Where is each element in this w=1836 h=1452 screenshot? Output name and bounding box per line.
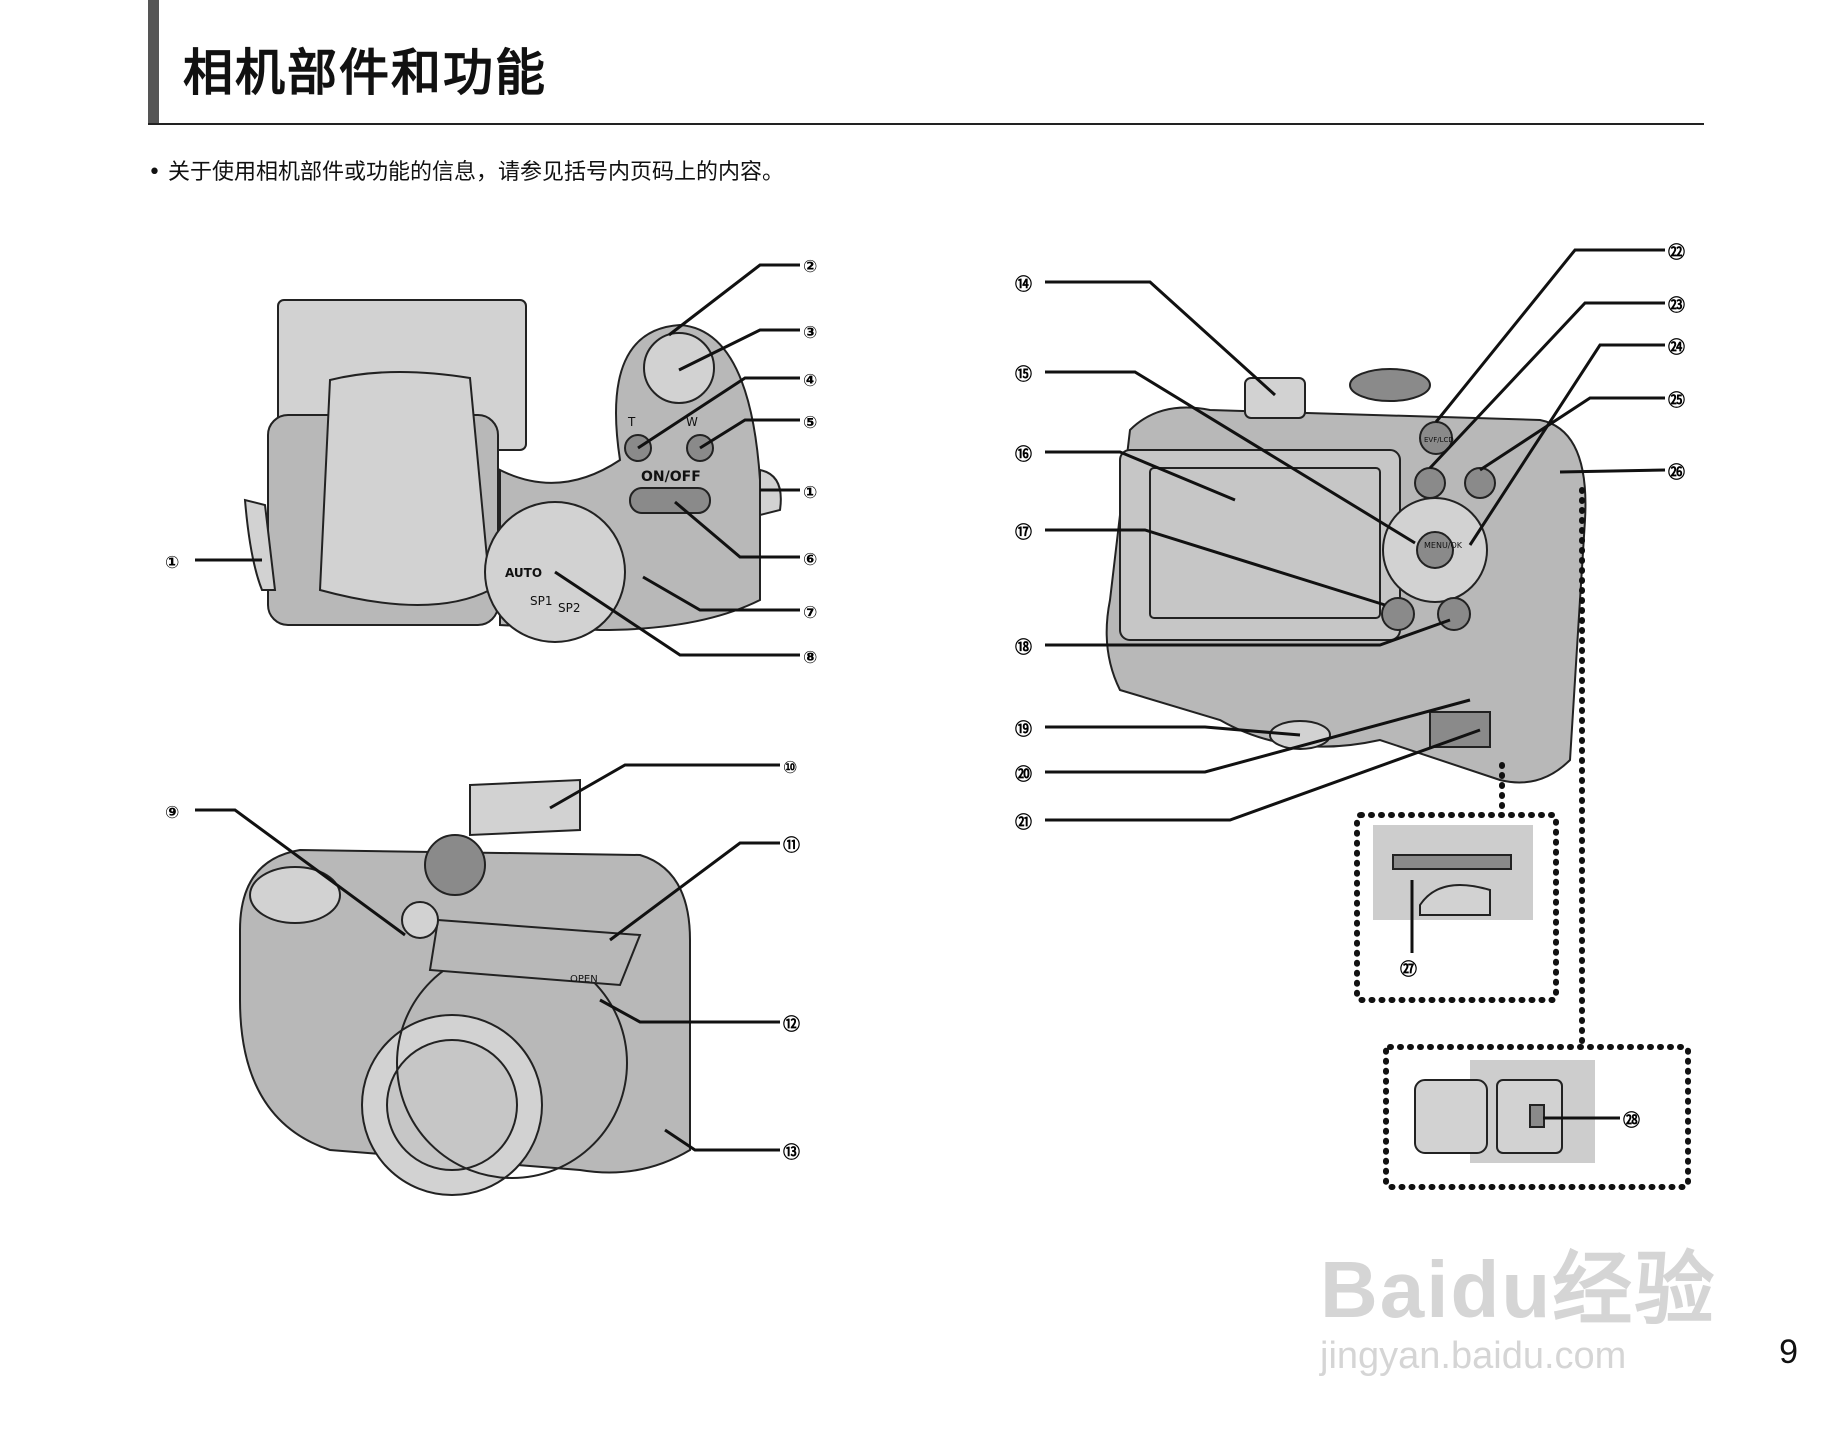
callout-3: ③ [803,323,817,343]
callout-27: ㉗ [1400,959,1417,980]
callout-21: ㉑ [1015,812,1032,833]
callout-12: ⑫ [783,1014,800,1035]
callout-14: ⑭ [1015,274,1032,295]
menu-ok-label: MENU/OK [1424,541,1463,550]
callout-11: ⑪ [783,835,800,856]
camera-back-view: MENU/OK EVF/LCD [1105,368,1587,784]
callout-20: ⑳ [1015,764,1032,785]
sp2-label: SP2 [558,601,581,615]
w-label: W [686,415,698,429]
leader-lines [195,248,1666,1152]
sp1-label: SP1 [530,594,553,608]
callout-22: ㉒ [1668,242,1685,263]
callout-17: ⑰ [1015,522,1032,543]
callout-5: ⑤ [803,413,817,433]
callout-24: ㉔ [1668,337,1685,358]
title-divider [148,123,1704,125]
camera-top-view: ON/OFF AUTO T W SP1 SP2 [243,299,782,643]
callout-19: ⑲ [1015,719,1032,740]
callout-8: ⑧ [803,648,817,668]
title-accent-bar [148,0,159,125]
t-label: T [627,415,636,429]
callout-10: ⑩ [783,758,797,778]
callout-7: ⑦ [803,603,817,623]
flash-open-label: OPEN [570,974,598,985]
callout-28: ㉘ [1623,1110,1640,1131]
callout-25: ㉕ [1668,390,1685,411]
page-subtitle: • 关于使用相机部件或功能的信息，请参见括号内页码上的内容。 [148,160,784,185]
callout-2: ② [803,257,817,277]
card-slot-inset [1354,812,1559,1003]
callout-23: ㉓ [1668,295,1685,316]
callout-15: ⑮ [1015,364,1032,385]
on-off-label: ON/OFF [641,469,701,485]
callout-16: ⑯ [1015,444,1032,465]
page-title: 相机部件和功能 [183,44,547,102]
callout-4: ④ [803,371,817,391]
auto-label: AUTO [505,566,542,580]
callout-26: ㉖ [1668,462,1685,483]
page-number: 9 [1779,1333,1798,1371]
connector-inset [1383,1044,1691,1190]
callout-numbers: ② ③ ④ ⑤ ① ⑥ ⑦ ⑧ ① ⑨ ⑩ ⑪ ⑫ ⑬ ⑭ ⑮ ⑯ ⑰ ⑱ ⑲ … [165,242,1685,1163]
callout-9: ⑨ [165,803,179,823]
callout-13: ⑬ [783,1142,800,1163]
callout-1-right: ① [803,483,817,503]
callout-6: ⑥ [803,550,817,570]
callout-18: ⑱ [1015,637,1032,658]
evf-lcd-label: EVF/LCD [1424,436,1454,444]
camera-front-view: OPEN [239,778,691,1196]
callout-1-left: ① [165,553,179,573]
